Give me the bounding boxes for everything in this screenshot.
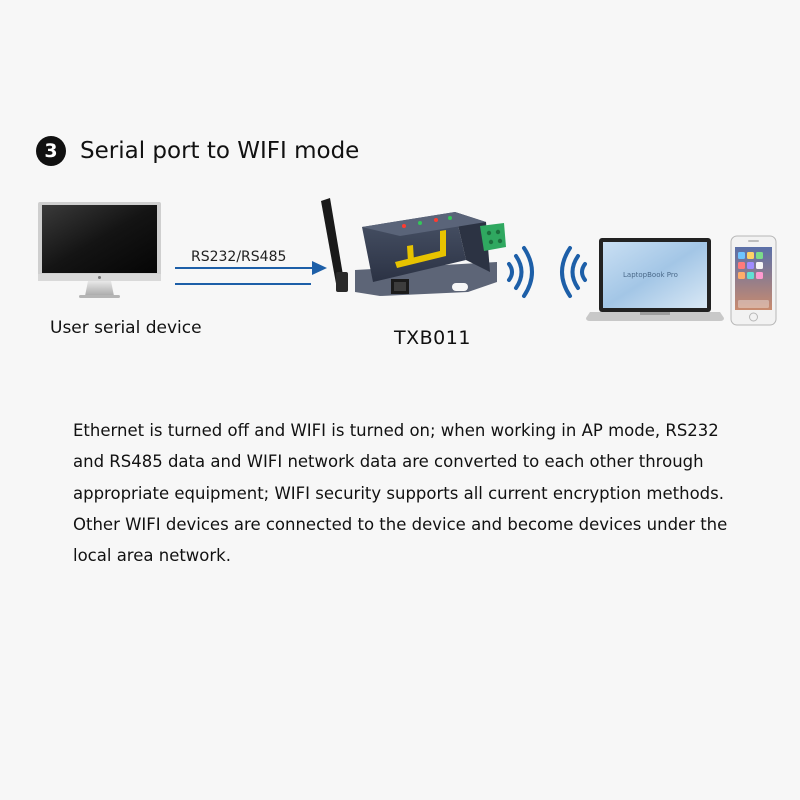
section-heading: 3 Serial port to WIFI mode <box>36 134 359 168</box>
user-device-caption: User serial device <box>50 318 202 338</box>
section-title: Serial port to WIFI mode <box>80 138 360 164</box>
laptop-screen-text: LaptopBook Pro <box>623 271 678 279</box>
laptop-icon: LaptopBook Pro <box>586 238 724 321</box>
serial-link-arrows <box>175 261 327 285</box>
step-number-badge: 3 <box>36 136 66 166</box>
network-diagram: LaptopBook Pro <box>38 198 777 326</box>
smartphone-icon <box>730 235 777 326</box>
device-model-caption: TXB011 <box>394 327 471 349</box>
desktop-monitor-icon <box>38 202 161 298</box>
serial-link-label: RS232/RS485 <box>191 249 287 265</box>
txb011-device-icon <box>321 198 506 296</box>
wifi-signal-icon <box>507 246 587 298</box>
mode-description: Ethernet is turned off and WIFI is turne… <box>73 421 728 566</box>
